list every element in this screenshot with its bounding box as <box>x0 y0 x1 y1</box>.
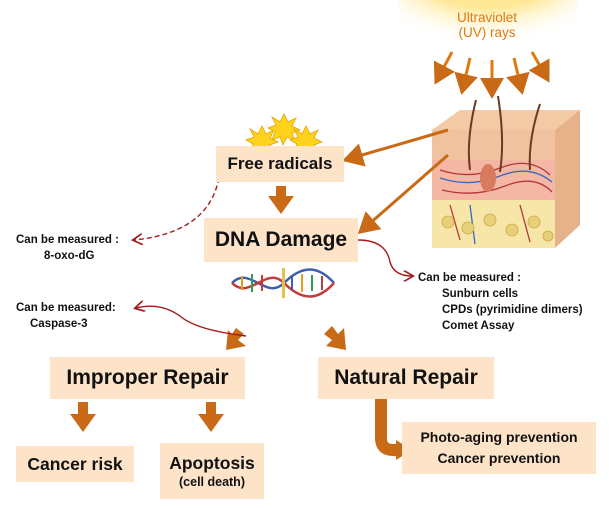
dna-helix-icon <box>231 268 335 298</box>
note-item: Comet Assay <box>442 320 515 332</box>
arrow-skin-to-dna-damage <box>357 153 449 234</box>
apoptosis-label: Apoptosis <box>169 453 255 473</box>
improper-repair-box: Improper Repair <box>50 357 245 399</box>
outcome-box: Photo-aging prevention Cancer prevention <box>402 422 596 474</box>
note-title: Can be measured : <box>418 272 521 284</box>
note-item: Sunburn cells <box>442 288 519 300</box>
dna-damage-measure-note: Can be measured : Sunburn cells CPDs (py… <box>418 270 583 334</box>
uv-ray-arrows <box>433 51 550 99</box>
note-item: 8-oxo-dG <box>44 250 95 262</box>
uv-label-line1: Ultraviolet <box>456 10 518 25</box>
free-radicals-box: Free radicals <box>216 146 344 182</box>
arrow-natural-repair-to-outcome <box>375 394 398 456</box>
arrow-skin-to-free-radicals <box>342 128 449 167</box>
note-title: Can be measured: <box>16 302 116 314</box>
natural-repair-box: Natural Repair <box>318 357 494 399</box>
free-radicals-measure-note: Can be measured : 8-oxo-dG <box>16 232 119 264</box>
uv-effect-arrows <box>342 128 449 234</box>
free-radicals-label: Free radicals <box>227 154 333 173</box>
note-item: Caspase-3 <box>30 318 88 330</box>
arrow-free-radicals-to-dna <box>268 186 294 214</box>
measurement-arrows <box>134 169 412 337</box>
improper-repair-label: Improper Repair <box>66 366 229 389</box>
outcome-line1: Photo-aging prevention <box>420 429 578 445</box>
cancer-risk-label: Cancer risk <box>27 453 123 474</box>
arrow-dna-to-measure <box>357 239 412 276</box>
arrow-dna-to-natural-repair <box>324 326 346 350</box>
skin-cross-section-icon <box>432 95 580 248</box>
apoptosis-sublabel: (cell death) <box>179 475 245 489</box>
arrow-to-cancer-risk <box>70 402 96 432</box>
arrow-to-apoptosis <box>198 402 224 432</box>
natural-repair-label: Natural Repair <box>334 366 478 389</box>
note-item: CPDs (pyrimidine dimers) <box>442 304 583 316</box>
uv-label-line2: (UV) rays <box>458 25 516 40</box>
arrow-dna-to-improper-repair <box>226 328 246 350</box>
cancer-risk-box: Cancer risk <box>16 446 134 482</box>
improper-repair-measure-note: Can be measured: Caspase-3 <box>16 300 116 332</box>
apoptosis-box: Apoptosis (cell death) <box>160 443 264 499</box>
dna-damage-box: DNA Damage <box>204 218 358 262</box>
dna-damage-label: DNA Damage <box>214 228 348 251</box>
arrow-free-radicals-to-measure <box>134 169 221 240</box>
outcome-line2: Cancer prevention <box>437 450 561 466</box>
arrow-improper-repair-to-measure <box>136 306 247 337</box>
uv-label: Ultraviolet (UV) rays <box>432 10 542 40</box>
note-title: Can be measured : <box>16 234 119 246</box>
